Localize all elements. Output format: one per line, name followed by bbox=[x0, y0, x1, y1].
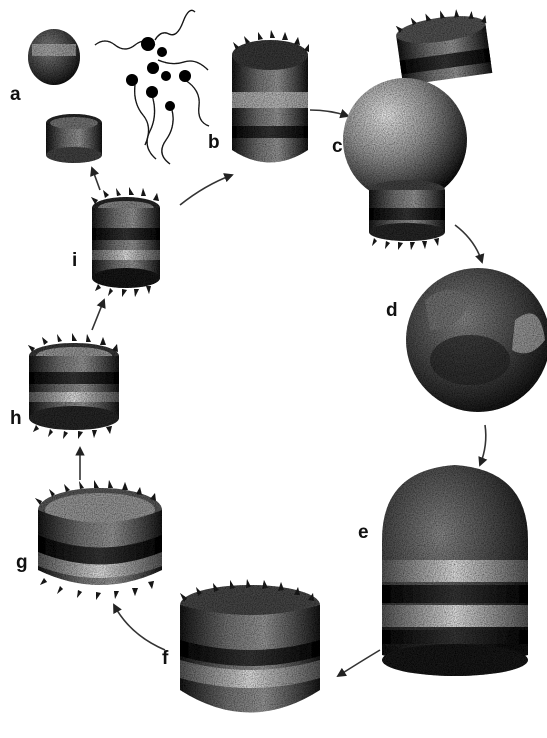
arrow-d-to-e bbox=[480, 425, 486, 465]
stage-g-illustration bbox=[35, 480, 162, 600]
arrow-i-to-b bbox=[180, 175, 232, 205]
stage-label-h: h bbox=[10, 408, 22, 429]
stage-label-e: e bbox=[358, 522, 369, 543]
stage-label-d: d bbox=[386, 300, 398, 321]
stage-e-illustration bbox=[382, 465, 528, 676]
arrow-e-to-f bbox=[338, 650, 380, 676]
stage-label-c: c bbox=[332, 136, 343, 157]
arrow-i-to-a bbox=[92, 168, 100, 190]
stage-label-f: f bbox=[162, 648, 169, 669]
arrow-f-to-g bbox=[114, 605, 165, 650]
stage-label-i: i bbox=[72, 250, 77, 271]
stage-label-a: a bbox=[10, 84, 21, 105]
stage-i-illustration bbox=[91, 187, 160, 297]
stage-f-illustration bbox=[180, 579, 320, 713]
arrow-h-to-i bbox=[92, 300, 104, 330]
stage-a-illustration bbox=[28, 10, 209, 164]
stage-label-b: b bbox=[208, 132, 220, 153]
arrow-b-to-c bbox=[310, 110, 348, 116]
arrow-c-to-d bbox=[455, 225, 482, 262]
stage-c-illustration bbox=[343, 4, 493, 250]
stage-b-illustration bbox=[232, 30, 309, 163]
stage-h-illustration bbox=[28, 333, 119, 439]
stage-label-g: g bbox=[16, 552, 28, 573]
stage-d-illustration bbox=[406, 268, 547, 412]
